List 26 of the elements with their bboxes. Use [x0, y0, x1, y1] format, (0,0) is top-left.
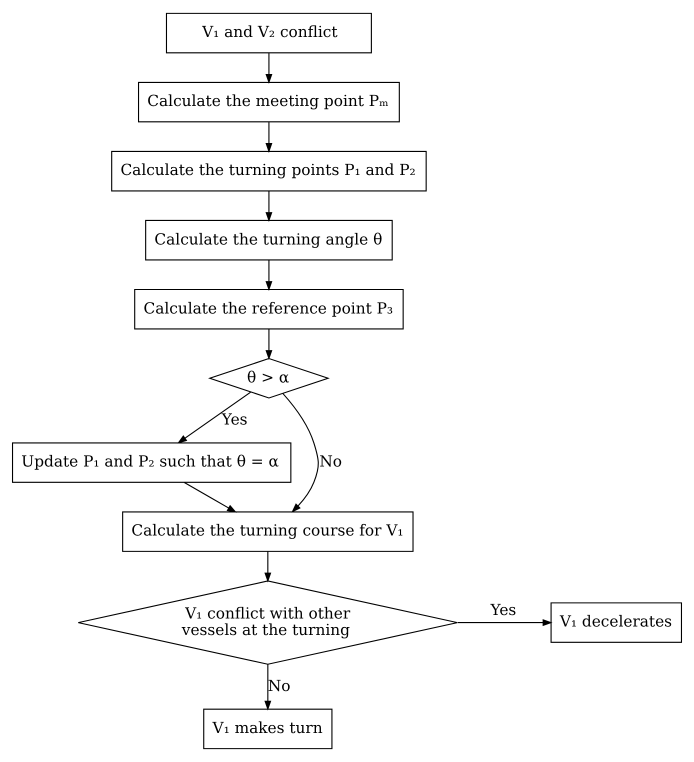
node-box: Calculate the reference point P₃	[134, 288, 404, 330]
arrow	[264, 552, 272, 582]
arrow	[265, 122, 272, 153]
arrow	[265, 191, 272, 222]
arrow	[458, 619, 552, 626]
node-box: Calculate the turning course for V₁	[122, 511, 414, 552]
arrow	[282, 393, 319, 513]
node-box: V₁ decelerates	[550, 602, 682, 643]
node-box: Calculate the turning angle θ	[145, 220, 393, 260]
node-diamond: V₁ conflict with other vessels at the turning	[78, 580, 458, 665]
edge-label: Yes	[490, 601, 516, 620]
arrow	[184, 482, 237, 513]
edge-label: No	[268, 676, 290, 695]
node-box: Update P₁ and P₂ such that θ = α	[12, 442, 292, 483]
edge-label: No	[319, 452, 342, 471]
node-box: V₁ and V₂ conflict	[166, 12, 372, 54]
arrow	[265, 329, 272, 360]
arrow	[264, 664, 272, 711]
node-box: V₁ makes turn	[203, 708, 332, 750]
node-box: Calculate the meeting point Pₘ	[138, 82, 400, 122]
node-diamond: θ > α	[208, 358, 330, 399]
arrow	[177, 392, 251, 444]
arrow	[265, 260, 272, 291]
node-box: Calculate the turning points P₁ and P₂	[111, 150, 427, 192]
arrow	[265, 53, 272, 84]
edge-label: Yes	[222, 410, 248, 428]
